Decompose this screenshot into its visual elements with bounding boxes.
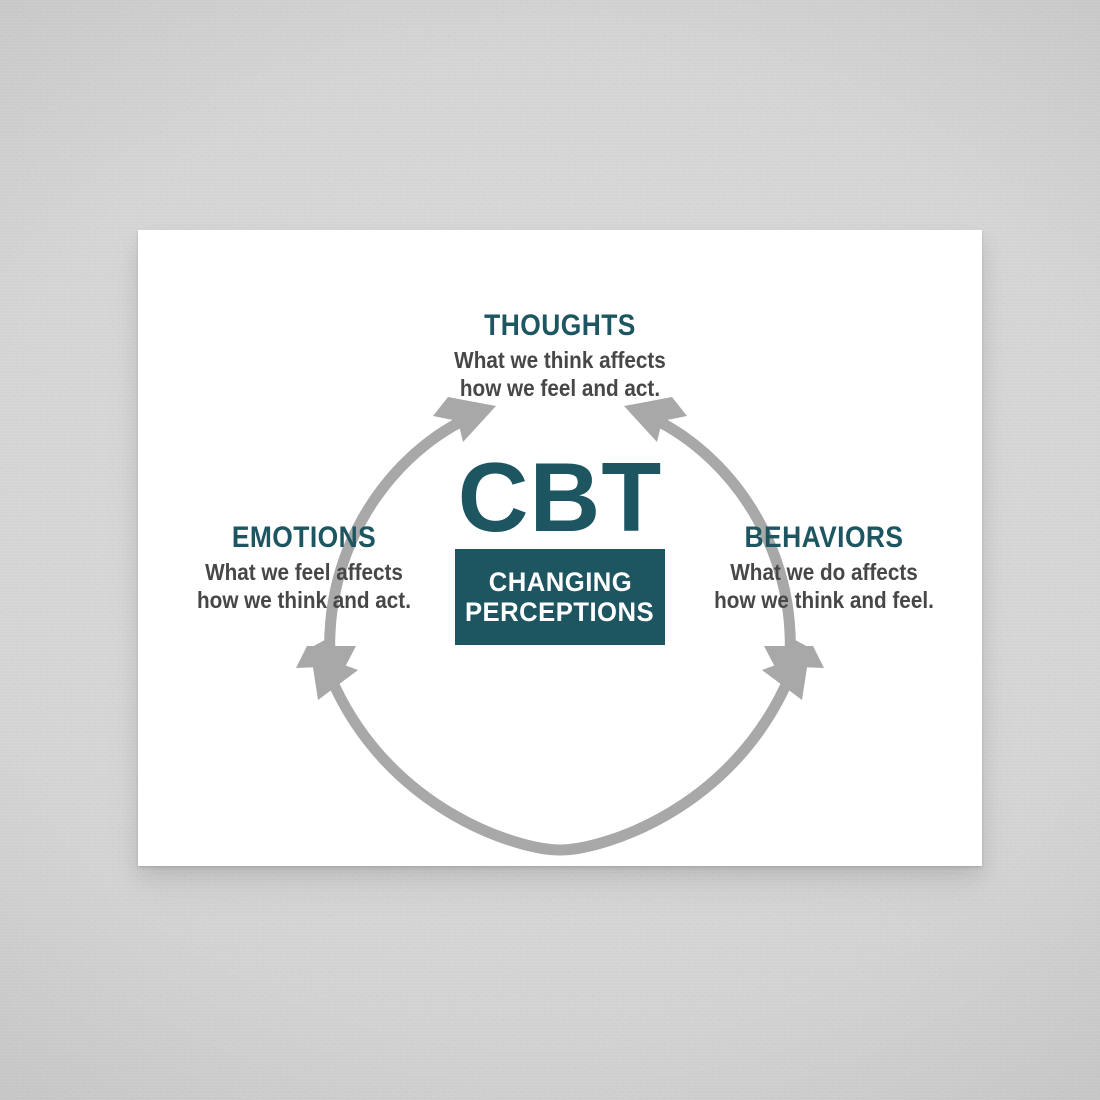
node-emotions: EMOTIONS What we feel affects how we thi… (154, 522, 454, 615)
node-behaviors-title: BEHAVIORS (744, 521, 904, 554)
cbt-logo-tagline-box: CHANGING PERCEPTIONS (455, 549, 665, 646)
cbt-logo: CBT CHANGING PERCEPTIONS (424, 442, 696, 646)
node-thoughts-description-line1: What we think affects (454, 346, 666, 373)
arrowhead-up-left (624, 397, 687, 442)
cbt-logo-tagline-line1: CHANGING (488, 566, 632, 597)
node-emotions-description-line1: What we feel affects (205, 558, 403, 585)
cycle-arrows-group (296, 397, 824, 856)
node-thoughts-description: What we think affects how we feel and ac… (434, 346, 686, 404)
cbt-poster: THOUGHTS What we think affects how we fe… (138, 230, 982, 866)
node-thoughts-title: THOUGHTS (484, 309, 636, 342)
arrowhead-bottom-left (310, 635, 358, 700)
node-behaviors-description-line2: how we think and feel. (714, 587, 934, 614)
cbt-cycle-diagram: THOUGHTS What we think affects how we fe… (138, 230, 982, 866)
arrow-emotions-behaviors (310, 635, 810, 856)
node-thoughts-description-line2: how we feel and act. (459, 375, 661, 402)
node-emotions-description-line2: how we think and act. (197, 587, 411, 614)
node-behaviors-description: What we do affects how we think and feel… (689, 558, 959, 616)
node-behaviors: BEHAVIORS What we do affects how we thin… (674, 522, 974, 615)
cbt-logo-wordmark: CBT (457, 442, 663, 552)
arrowhead-bottom-right (762, 635, 810, 700)
arrowhead-up-right (433, 397, 496, 442)
node-emotions-title: EMOTIONS (231, 521, 377, 554)
node-emotions-description: What we feel affects how we think and ac… (169, 558, 439, 616)
node-thoughts: THOUGHTS What we think affects how we fe… (420, 310, 700, 403)
cbt-logo-tagline-line2: PERCEPTIONS (465, 597, 655, 628)
node-behaviors-description-line1: What we do affects (730, 558, 918, 585)
